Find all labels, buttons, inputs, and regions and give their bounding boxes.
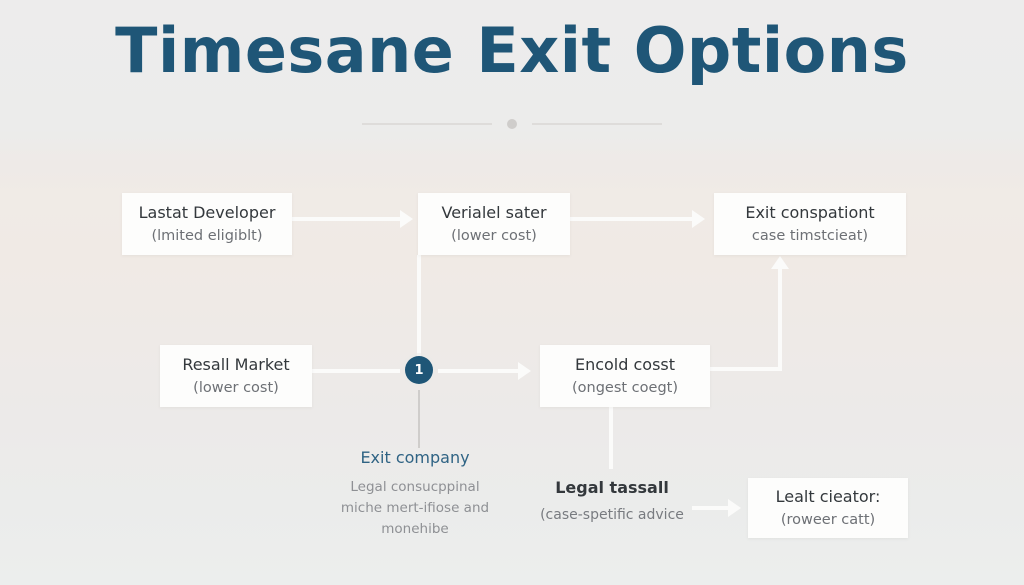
text-group-exit-company: Exit company Legal consucppinal miche me…: [300, 448, 530, 540]
node-subtitle: (lower cost): [193, 379, 279, 396]
text-group-legal-tassall: Legal tassall (case-spetific advice: [512, 478, 712, 526]
connector-vertical-badge-to-exit-company: [418, 390, 420, 448]
node-title: Exit conspationt: [745, 202, 875, 222]
text-group-title: Legal tassall: [555, 478, 669, 497]
text-group-title: Exit company: [360, 448, 470, 467]
arrow-right-icon: [728, 499, 741, 517]
node-title: Verialel sater: [441, 202, 547, 222]
connector-badge-to-encold: [438, 369, 522, 373]
text-group-line: (case-spetific advice: [540, 506, 684, 523]
node-subtitle: (lower cost): [451, 227, 537, 244]
connector-riser-vertical: [778, 268, 782, 371]
node-lastat-developer[interactable]: Lastat Developer (lmited eligiblt): [122, 193, 292, 255]
arrow-right-icon: [400, 210, 413, 228]
node-subtitle: (roweer catt): [780, 511, 876, 528]
step-badge-1[interactable]: 1: [405, 356, 433, 384]
node-title: Resall Market: [182, 354, 290, 374]
connector-riser-horizontal: [710, 367, 782, 371]
text-group-line: Legal consucppinal: [350, 478, 480, 495]
arrow-up-icon: [771, 256, 789, 269]
node-subtitle: case timstcieat): [751, 227, 869, 244]
arrow-right-icon: [692, 210, 705, 228]
connector-resall-to-badge: [312, 369, 400, 373]
node-exit-conspationt[interactable]: Exit conspationt case timstcieat): [714, 193, 906, 255]
node-title: Lastat Developer: [138, 202, 276, 222]
node-title: Lealt cieator:: [775, 486, 881, 506]
text-group-line: miche mert-ifiose and: [340, 499, 490, 516]
node-resall-market[interactable]: Resall Market (lower cost): [160, 345, 312, 407]
connector-vertical-encold-to-legal: [609, 407, 613, 469]
node-lealt-cieator[interactable]: Lealt cieator: (roweer catt): [748, 478, 908, 538]
divider-rule-right: [532, 123, 662, 125]
page-title: Timesane Exit Options: [115, 14, 909, 87]
connector-vertical-verialel-to-badge: [417, 255, 421, 361]
node-subtitle: (ongest coegt): [571, 379, 678, 396]
connector-verialel-to-exit: [570, 217, 696, 221]
header: Timesane Exit Options: [0, 0, 1024, 152]
text-group-line: monehibe: [381, 520, 449, 537]
connector-lastat-to-verialel: [292, 217, 404, 221]
dot-divider-icon: [507, 119, 517, 129]
node-encold-cosst[interactable]: Encold cosst (ongest coegt): [540, 345, 710, 407]
arrow-right-icon: [518, 362, 531, 380]
node-subtitle: (lmited eligiblt): [151, 227, 263, 244]
connector-legal-to-lealt: [692, 506, 732, 510]
node-title: Encold cosst: [574, 354, 676, 374]
node-verialel-sater[interactable]: Verialel sater (lower cost): [418, 193, 570, 255]
divider-rule-left: [362, 123, 492, 125]
title-divider: [362, 118, 662, 130]
